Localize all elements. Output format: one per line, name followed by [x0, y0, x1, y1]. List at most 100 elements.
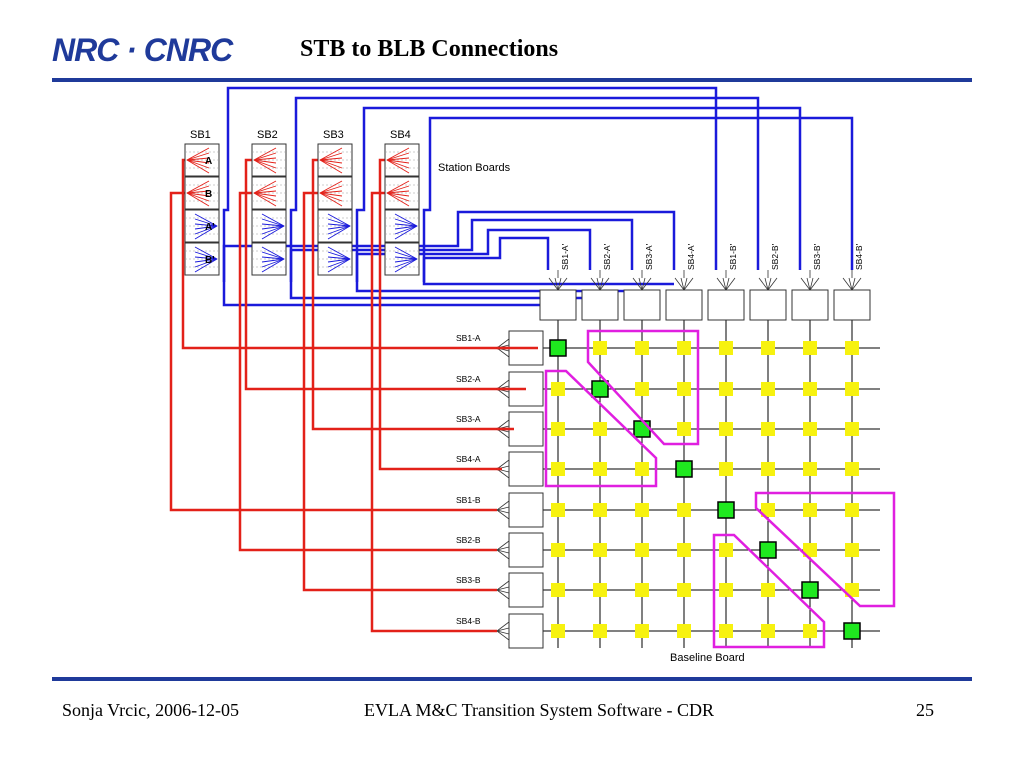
- row-input-label: SB2-B: [456, 535, 481, 545]
- baseline-cell: [677, 503, 691, 517]
- baseline-highlight-regions: [544, 329, 896, 649]
- column-input-label: SB3-B': [812, 243, 822, 270]
- station-board-label: SB2: [257, 129, 278, 141]
- fan-out-line: [261, 258, 285, 273]
- fan-out-line: [194, 218, 218, 227]
- row-fan-line: [496, 586, 510, 591]
- column-fan-line: [725, 277, 730, 291]
- fan-out-line: [194, 251, 218, 260]
- column-fan-line: [716, 277, 727, 291]
- fan-out-line: [394, 225, 418, 240]
- row-fan-line: [496, 589, 510, 600]
- baseline-cell: [719, 543, 733, 557]
- fan-out-line: [319, 190, 343, 194]
- fan-out-line: [186, 159, 210, 174]
- fan-out-line: [386, 190, 410, 194]
- fan-out-line: [194, 258, 218, 263]
- baseline-cell: [845, 341, 859, 355]
- baseline-cell: [551, 462, 565, 476]
- row-input-label: SB1-A: [456, 333, 481, 343]
- baseline-cell: [635, 462, 649, 476]
- fan-out-line: [261, 225, 285, 240]
- baseline-cell: [719, 382, 733, 396]
- fan-out-line: [186, 157, 210, 161]
- fan-out-line: [394, 258, 418, 268]
- row-fan-line: [496, 388, 510, 399]
- baseline-cell: [677, 583, 691, 597]
- baseline-cell: [761, 341, 775, 355]
- fan-out-line: [386, 192, 410, 197]
- fan-out-line: [261, 251, 285, 260]
- fan-out-line: [319, 152, 343, 161]
- highlight-region: [586, 329, 700, 446]
- fan-out-line: [186, 159, 210, 164]
- fan-out-line: [253, 159, 277, 174]
- fan-out-line: [186, 192, 210, 202]
- row-input-box: [508, 411, 544, 447]
- section-label: A': [205, 222, 215, 233]
- station-board-label: SB3: [323, 129, 344, 141]
- baseline-cell: [803, 543, 817, 557]
- highlight-region: [544, 369, 658, 488]
- column-fan-line: [557, 277, 562, 291]
- column-input-box: [749, 289, 787, 321]
- baseline-cell: [761, 503, 775, 517]
- column-fan-line: [641, 277, 652, 291]
- highlight-region: [712, 533, 826, 649]
- fan-out-line: [394, 251, 418, 260]
- column-fan-line: [557, 277, 568, 291]
- fan-out-line: [327, 256, 351, 260]
- fan-out-line: [253, 152, 277, 161]
- fan-out-line: [394, 225, 418, 230]
- fan-out-line: [394, 218, 418, 227]
- fan-out-line: [327, 225, 351, 235]
- baseline-cell: [635, 503, 649, 517]
- fan-out-line: [186, 192, 210, 197]
- column-wire: [422, 116, 854, 282]
- row-wire: [311, 158, 514, 431]
- fan-out-line: [261, 256, 285, 260]
- baseline-cell: [635, 543, 649, 557]
- diagonal-cell: [675, 460, 693, 478]
- column-wire: [355, 106, 802, 282]
- row-wire: [169, 191, 490, 512]
- row-input-box: [508, 492, 544, 528]
- fan-out-line: [394, 223, 418, 227]
- column-input-box: [581, 289, 619, 321]
- baseline-cell: [761, 422, 775, 436]
- row-input-label: SB3-B: [456, 575, 481, 585]
- baseline-cell: [551, 583, 565, 597]
- row-wire: [302, 191, 466, 592]
- diagonal-cell: [549, 339, 567, 357]
- baseline-cell: [551, 382, 565, 396]
- column-fan-line: [722, 277, 727, 291]
- diagonal-cell: [843, 622, 861, 640]
- baseline-cell: [593, 503, 607, 517]
- row-input-label: SB3-A: [456, 414, 481, 424]
- column-fan-line: [725, 277, 736, 291]
- baseline-cell: [719, 624, 733, 638]
- column-input-label: SB3-A': [644, 243, 654, 270]
- fan-out-line: [253, 190, 277, 194]
- column-wires: [222, 86, 854, 307]
- diagonal-cell: [591, 380, 609, 398]
- baseline-cell: [803, 382, 817, 396]
- baseline-cell: [845, 422, 859, 436]
- baseline-cell: [845, 543, 859, 557]
- fan-out-line: [186, 190, 210, 194]
- fan-out-line: [394, 258, 418, 263]
- fan-out-line: [186, 192, 210, 207]
- section-label: B: [205, 189, 212, 200]
- diagonal-cell: [759, 541, 777, 559]
- baseline-cell: [761, 462, 775, 476]
- station-board-label: SB4: [390, 129, 411, 141]
- fan-out-line: [319, 159, 343, 169]
- baseline-cell: [803, 462, 817, 476]
- station-board-label: SB1: [190, 129, 211, 141]
- baseline-cell: [845, 503, 859, 517]
- fan-out-line: [386, 159, 410, 174]
- baseline-cell: [677, 543, 691, 557]
- column-wire: [289, 96, 760, 282]
- fan-out-line: [186, 180, 210, 194]
